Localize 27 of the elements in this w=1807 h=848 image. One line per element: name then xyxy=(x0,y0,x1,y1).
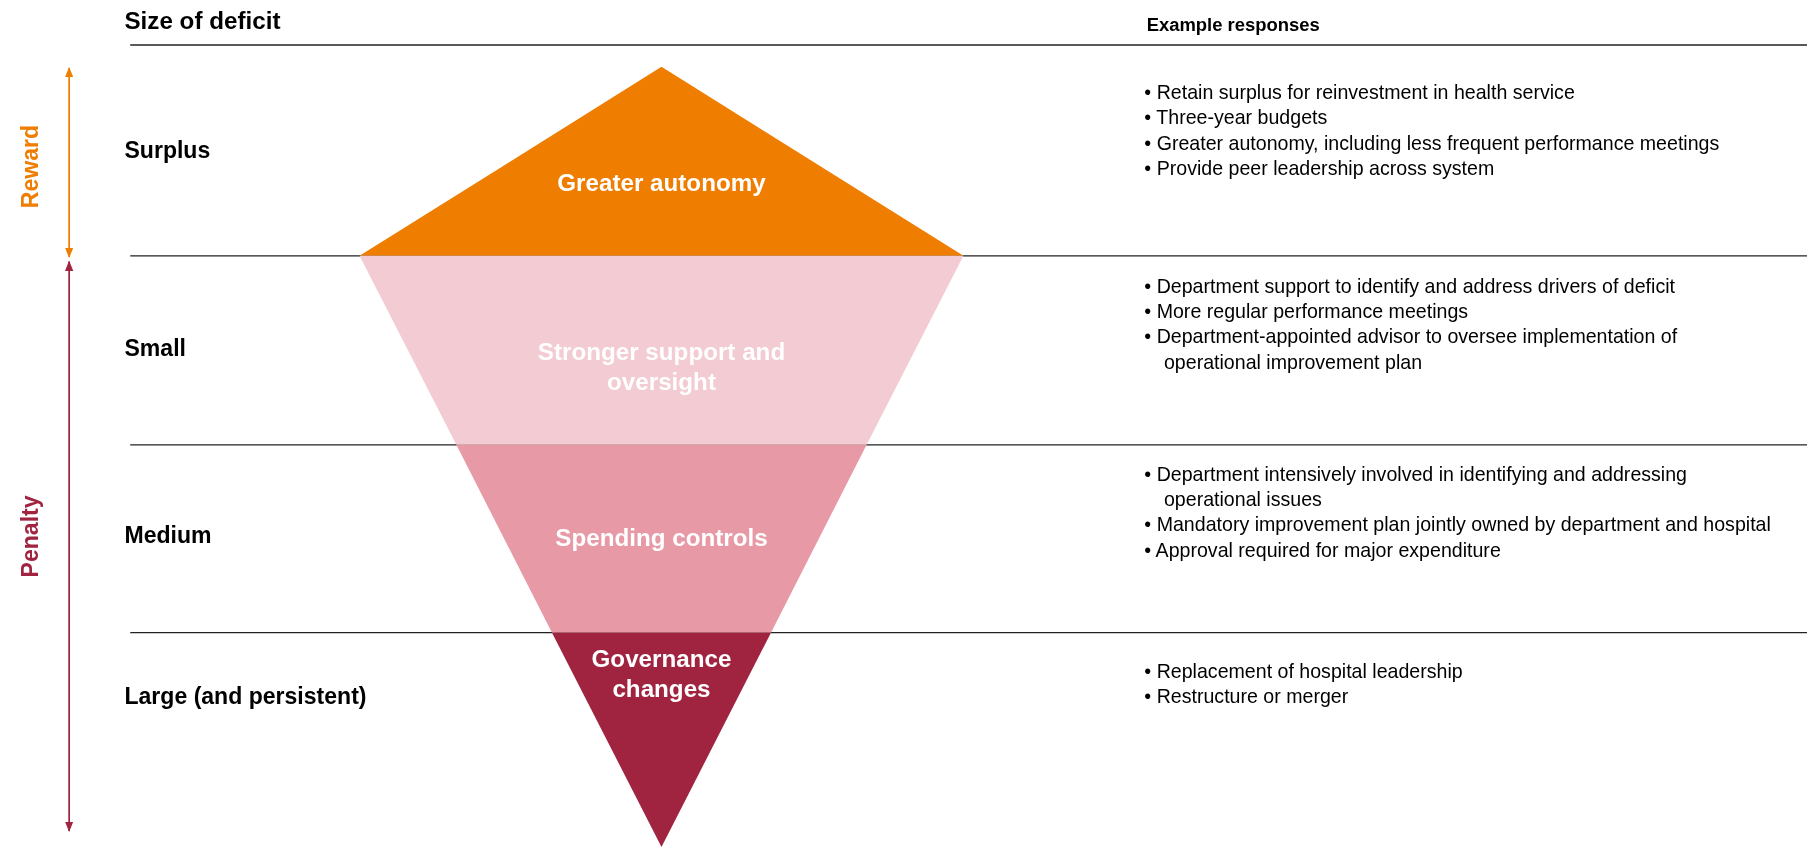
bullet-item: • Retain surplus for reinvestment in health service xyxy=(1144,80,1576,106)
row-label: Surplus xyxy=(124,137,211,164)
bullet-item: • Approval required for major expenditure xyxy=(1144,538,1502,564)
trapezoid-segment xyxy=(456,444,867,633)
column-heading: Size of deficit xyxy=(124,6,281,35)
bullet-item: • Department-appointed advisor to oversee implementation of operational improvement plan xyxy=(1144,325,1679,376)
row-label: Large (and persistent) xyxy=(124,683,367,710)
bullet-item: • Mandatory improvement plan jointly owned by department and hospital xyxy=(1144,513,1772,538)
row-label: Small xyxy=(124,335,186,362)
column-heading: Example responses xyxy=(1146,15,1320,36)
segment-label: Greater autonomy xyxy=(556,168,767,198)
bullet-item: • Replacement of hospital leadership xyxy=(1144,659,1464,685)
segment-label: Spending controls xyxy=(554,523,769,553)
bullet-item: • Three-year budgets xyxy=(1144,106,1329,132)
bullet-item: • More regular performance meetings xyxy=(1144,299,1470,325)
bullet-item: • Greater autonomy, including less frequent performance meetings xyxy=(1144,131,1721,157)
axis-label: Penalty xyxy=(16,494,44,577)
triangle-segment xyxy=(552,632,771,848)
bullet-item: • Department intensively involved in identifying and addressing operational issues xyxy=(1144,462,1688,513)
row-label: Medium xyxy=(124,522,212,549)
triangle-segment xyxy=(359,66,964,256)
axis-label: Reward xyxy=(16,124,44,208)
trapezoid-segment xyxy=(359,255,964,445)
segment-label: Governance changes xyxy=(590,644,733,704)
bullet-item: • Department support to identify and address drivers of deficit xyxy=(1144,274,1676,300)
bullet-item: • Provide peer leadership across system xyxy=(1144,156,1496,182)
bullet-item: • Restructure or merger xyxy=(1144,684,1350,710)
